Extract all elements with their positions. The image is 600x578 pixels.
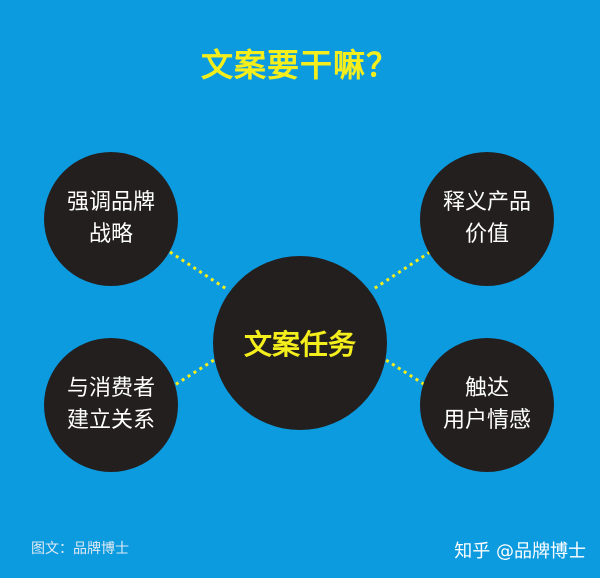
diagram-title: 文案要干嘛？ xyxy=(200,46,399,84)
node-top-left-line1: 强调品牌 xyxy=(66,190,155,215)
source-credit: 图文：品牌博士 xyxy=(31,541,129,557)
node-bottom-right-line1: 触达 xyxy=(464,376,509,401)
node-top-left: 强调品牌 战略 xyxy=(44,152,178,286)
watermark: 知乎 @品牌博士 xyxy=(454,541,586,562)
node-top-right-line1: 释义产品 xyxy=(442,190,531,215)
connector-top-left xyxy=(169,250,229,292)
center-node: 文案任务 xyxy=(213,256,387,430)
center-node-label: 文案任务 xyxy=(243,328,356,361)
node-bottom-left-line2: 建立关系 xyxy=(66,408,155,433)
connector-bottom-left xyxy=(169,358,215,390)
node-bottom-left-line1: 与消费者 xyxy=(66,376,155,401)
node-top-left-line2: 战略 xyxy=(88,222,133,247)
node-top-right: 释义产品 价值 xyxy=(420,152,554,286)
node-bottom-left: 与消费者 建立关系 xyxy=(44,338,178,472)
node-bottom-right-line2: 用户情感 xyxy=(442,408,531,433)
node-bottom-right: 触达 用户情感 xyxy=(420,338,554,472)
node-top-right-line2: 价值 xyxy=(464,222,509,247)
connector-top-right xyxy=(371,250,431,292)
